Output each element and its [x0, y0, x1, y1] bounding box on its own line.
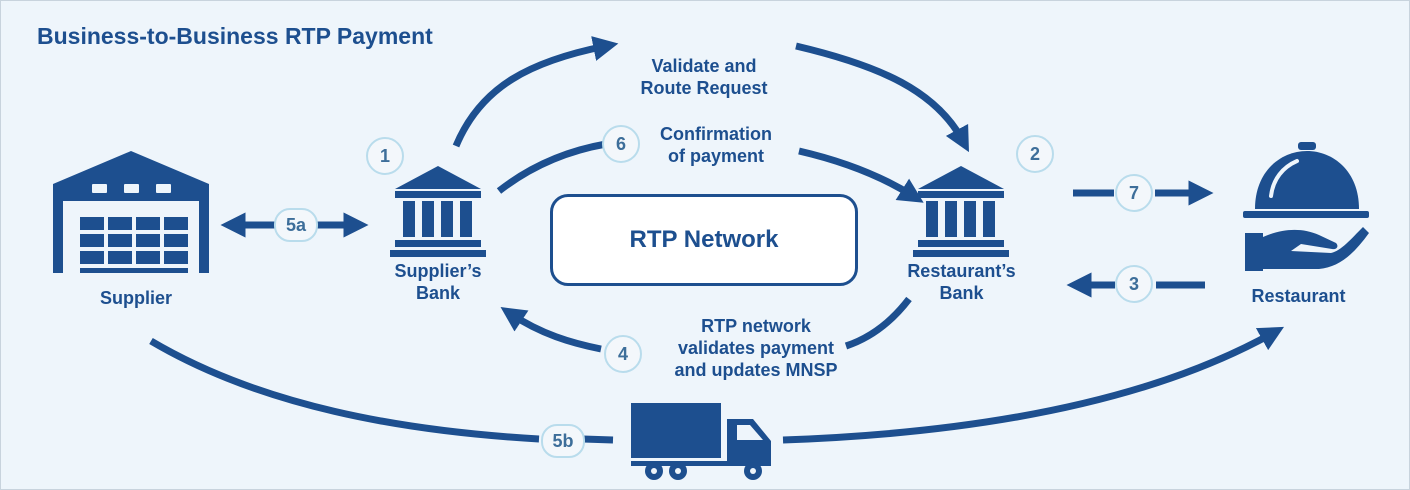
step-4-badge: 4	[604, 335, 642, 373]
restaurant-label: Restaurant	[1251, 286, 1346, 306]
rtp-validates-arrow-left	[500, 307, 602, 353]
rtp-validates-label: RTP network validates payment and update…	[674, 316, 838, 380]
confirmation-arrow-right	[798, 147, 924, 203]
step-6-badge: 6	[602, 125, 640, 163]
step-3-badge: 3	[1115, 265, 1153, 303]
step-7-badge: 7	[1115, 174, 1153, 212]
step-1-badge: 1	[366, 137, 404, 175]
step-5a-badge: 5a	[274, 208, 318, 242]
step-5b-badge: 5b	[541, 424, 585, 458]
flow-5b-left	[149, 337, 540, 443]
confirmation-label: Confirmation of payment	[660, 124, 772, 166]
confirmation-arrow-left	[496, 140, 607, 194]
flow-5b-right	[782, 326, 1285, 444]
rtp-validates-arrow-right	[844, 296, 912, 350]
validate-route-arrow	[452, 36, 619, 148]
supplier-label: Supplier	[99, 288, 172, 308]
bank-icon	[390, 166, 486, 257]
bank-icon	[913, 166, 1009, 257]
flow-5b-mid	[582, 435, 614, 444]
validate-route-arrow-2	[795, 42, 969, 153]
validate-route-label: Validate and Route Request	[640, 56, 768, 98]
warehouse-icon	[53, 151, 209, 273]
supplier-bank-label: Supplier’s Bank	[394, 261, 482, 303]
rtp-network-box: RTP Network	[550, 194, 858, 286]
step-2-badge: 2	[1016, 135, 1054, 173]
cloche-icon	[1243, 142, 1369, 271]
truck-icon	[631, 403, 771, 480]
rtp-network-label: RTP Network	[629, 226, 779, 253]
diagram-title: Business-to-Business RTP Payment	[37, 23, 433, 49]
restaurant-bank-label: Restaurant’s Bank	[907, 261, 1016, 303]
